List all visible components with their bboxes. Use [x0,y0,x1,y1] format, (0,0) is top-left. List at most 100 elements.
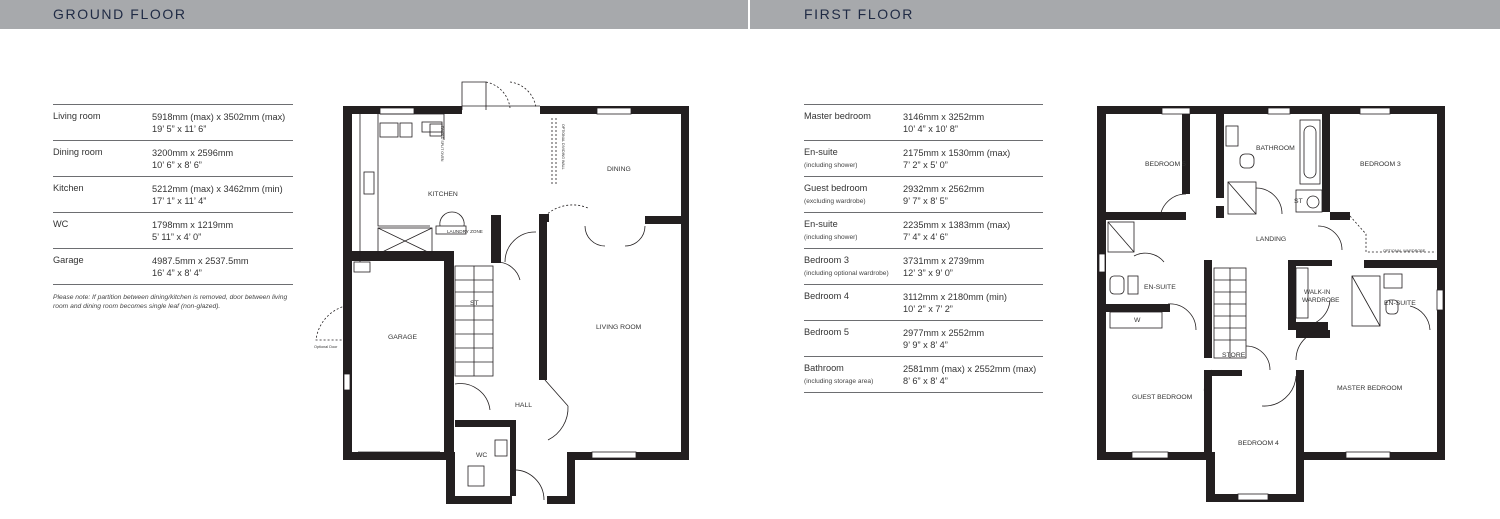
room-name-text: Bedroom 3 [804,255,849,265]
room-metric: 2235mm x 1383mm (max) [903,220,1011,230]
room-dimensions: 3112mm x 2180mm (min) 10’ 2” x 7’ 2” [903,291,1007,315]
ensuite-right-label: EN-SUITE [1384,300,1416,307]
ground-floor-title: GROUND FLOOR [53,6,187,22]
ground-floor-room-table: Living room 5918mm (max) x 3502mm (max) 1… [53,104,293,285]
room-row: Bathroom (including storage area) 2581mm … [804,357,1043,393]
laundry-label: LAUNDRY ZONE [447,229,483,234]
room-dimensions: 3731mm x 2739mm 12’ 3” x 9’ 0” [903,255,984,279]
room-name: WC [53,219,69,229]
room-dimensions: 5212mm (max) x 3462mm (min) 17’ 1” x 11’ … [152,183,283,207]
room-name: Bedroom 4 [804,291,849,304]
room-metric: 2932mm x 2562mm [903,184,985,194]
room-name-text: Bathroom [804,363,844,373]
room-sub: (including optional wardrobe) [804,270,889,277]
room-imperial: 9’ 7” x 8’ 5” [903,196,948,206]
room-row: Bedroom 4 3112mm x 2180mm (min) 10’ 2” x … [804,285,1043,321]
room-name: Living room [53,111,101,121]
room-imperial: 7’ 4” x 4’ 6” [903,232,948,242]
ground-floor-header: GROUND FLOOR [0,0,748,29]
kitchen-label: KITCHEN [428,191,458,198]
ensuite-left-label: EN-SUITE [1144,284,1176,291]
room-imperial: 5’ 11” x 4’ 0” [152,232,202,242]
stair-label: ST [470,300,479,307]
room-sub: (excluding wardrobe) [804,198,866,205]
first-floor-room-table: Master bedroom 3146mm x 3252mm 10’ 4” x 1… [804,104,1043,393]
room-row: Master bedroom 3146mm x 3252mm 10’ 4” x 1… [804,105,1043,141]
room-name: Kitchen [53,183,84,193]
room-imperial: 9’ 9” x 8’ 4” [903,340,948,350]
ground-floor-details [315,81,646,501]
first-floor-title: FIRST FLOOR [804,6,914,22]
room-metric: 2581mm (max) x 2552mm (max) [903,364,1037,374]
garage-label: GARAGE [388,334,418,341]
room-imperial: 10’ 2” x 7’ 2” [903,304,953,314]
room-sub: (including storage area) [804,378,874,385]
room-imperial: 19’ 5” x 11’ 6” [152,124,207,134]
room-row: Guest bedroom(excluding wardrobe) 2932mm… [804,177,1043,213]
room-metric: 3112mm x 2180mm (min) [903,292,1007,302]
room-name: Master bedroom [804,111,871,124]
room-name-text: Bedroom 4 [804,291,849,301]
room-name-text: En-suite [804,219,838,229]
room-row: Bedroom 3 (including optional wardrobe) 3… [804,249,1043,285]
wc-label: WC [476,452,487,459]
room-imperial: 10’ 6” x 8’ 6” [152,160,202,170]
stair-landing-label: ST [1294,198,1303,205]
bedroom4-label: BEDROOM 4 [1238,440,1279,447]
raised-oven-label: RAISED SPLIT OVEN [440,126,444,162]
optional-wardrobe-label: OPTIONAL WARDROBE [1383,249,1426,253]
wardrobe-label: WARDROBE [1302,297,1339,304]
room-dimensions: 2175mm x 1530mm (max)7’ 2” x 5’ 0” [903,147,1010,171]
landing-label: LANDING [1256,236,1286,243]
ground-floor-note: Please note: If partition between dining… [53,294,288,310]
room-name-text: En-suite [804,147,838,157]
room-dimensions: 3146mm x 3252mm 10’ 4” x 10’ 8” [903,111,984,135]
room-metric: 5918mm (max) x 3502mm (max) [152,112,286,122]
room-sub: (including shower) [804,162,858,169]
room-metric: 3200mm x 2596mm [152,148,234,158]
bedroom3-label: BEDROOM 3 [1360,161,1401,168]
living-room-label: LIVING ROOM [596,324,642,331]
first-floor-header: FIRST FLOOR [750,0,1500,29]
room-row: Kitchen 5212mm (max) x 3462mm (min) 17’ 1… [53,177,293,213]
room-row: En-suite (including shower) 2175mm x 1530… [804,141,1043,177]
room-metric: 5212mm (max) x 3462mm (min) [152,184,283,194]
room-name-text: Master bedroom [804,111,871,121]
room-metric: 3146mm x 3252mm [903,112,985,122]
room-dimensions: 3200mm x 2596mm 10’ 6” x 8’ 6” [152,147,233,171]
walkin-label: WALK-IN [1304,289,1331,296]
first-floor-details [1098,107,1444,501]
ground-floor-plan [343,106,689,504]
optional-door-label: Optional Door [314,345,338,349]
room-imperial: 8’ 6” x 8’ 4” [903,376,948,386]
room-row: Dining room 3200mm x 2596mm 10’ 6” x 8’ 6… [53,141,293,177]
first-floor-room-labels: BEDROOM 5 BATHROOM BEDROOM 3 LANDING ST … [1132,145,1426,447]
ground-floor-room-labels: KITCHEN DINING LAUNDRY ZONE GARAGE LIVIN… [314,124,642,459]
master-bedroom-label: MASTER BEDROOM [1337,385,1403,392]
bathroom-label: BATHROOM [1256,145,1295,152]
room-metric: 3731mm x 2739mm [903,256,985,266]
room-name: En-suite(including shower) [804,219,858,243]
room-row: En-suite(including shower) 2235mm x 1383… [804,213,1043,249]
hall-label: HALL [515,402,532,409]
room-dimensions: 2581mm (max) x 2552mm (max) 8’ 6” x 8’ 4” [903,363,1036,387]
room-dimensions: 5918mm (max) x 3502mm (max) 19’ 5” x 11’ … [152,111,285,135]
room-name: Dining room [53,147,103,157]
room-imperial: 12’ 3” x 9’ 0” [903,268,953,278]
room-name: Bedroom 3 (including optional wardrobe) [804,255,889,279]
room-dimensions: 2235mm x 1383mm (max) 7’ 4” x 4’ 6” [903,219,1010,243]
guest-bedroom-label: GUEST BEDROOM [1132,394,1193,401]
room-imperial: 17’ 1” x 11’ 4” [152,196,207,206]
room-imperial: 10’ 4” x 10’ 8” [903,124,958,134]
room-name: Bathroom (including storage area) [804,363,873,387]
room-name-text: Bedroom 5 [804,327,849,337]
room-dimensions: 2932mm x 2562mm 9’ 7” x 8’ 5” [903,183,984,207]
wardrobe-w-label: W [1134,317,1141,324]
dining-label: DINING [607,166,631,173]
room-metric: 4987.5mm x 2537.5mm [152,256,249,266]
